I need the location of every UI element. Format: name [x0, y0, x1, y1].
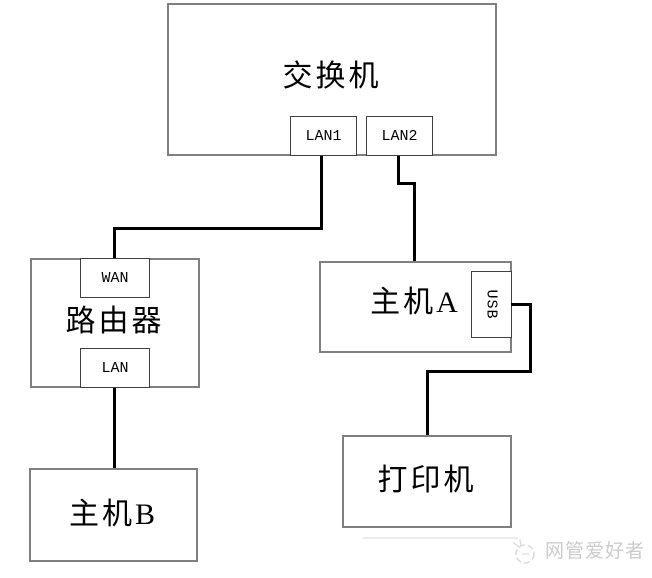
ghost-line-artifact: [363, 537, 518, 539]
wire-usb-printer-h1: [511, 303, 532, 306]
wire-usb-printer-h2: [426, 370, 532, 373]
node-switch-label: 交换机: [282, 60, 382, 93]
node-switch: 交换机 LAN1 LAN2: [167, 3, 497, 156]
port-lan2: LAN2: [366, 116, 433, 156]
port-lan: LAN: [80, 348, 150, 388]
wire-lan2-hosta-h: [397, 182, 416, 185]
wire-lan1-wan-v1: [320, 156, 323, 230]
node-router: WAN 路由器 LAN: [30, 258, 200, 388]
node-host-b-label: 主机B: [68, 498, 158, 531]
wire-usb-printer-v2: [426, 370, 429, 435]
wire-usb-printer-v1: [529, 303, 532, 373]
port-lan1-label: LAN1: [305, 127, 342, 145]
watermark: 网管爱好者: [508, 535, 645, 567]
wire-lan-hostb-v: [113, 388, 116, 468]
wire-lan1-wan-h: [113, 227, 323, 230]
port-lan-label: LAN: [101, 359, 129, 377]
port-lan2-label: LAN2: [381, 127, 418, 145]
node-host-a: 主机A USB: [319, 261, 512, 353]
node-printer: 打印机: [342, 435, 512, 528]
port-wan: WAN: [80, 258, 150, 298]
wire-lan2-hosta-v2: [413, 182, 416, 261]
watermark-text: 网管爱好者: [545, 540, 646, 562]
node-host-a-label: 主机A: [370, 286, 461, 319]
wire-lan2-hosta-v1: [397, 156, 400, 185]
node-host-b: 主机B: [29, 468, 198, 562]
port-usb: USB: [471, 271, 512, 338]
node-printer-label: 打印机: [377, 464, 477, 497]
port-usb-label: USB: [482, 289, 500, 320]
port-lan1: LAN1: [290, 116, 357, 156]
wire-lan1-wan-v2: [113, 227, 116, 258]
port-wan-label: WAN: [101, 269, 129, 287]
node-router-label: 路由器: [65, 305, 165, 338]
watermark-logo-icon: [513, 539, 535, 564]
